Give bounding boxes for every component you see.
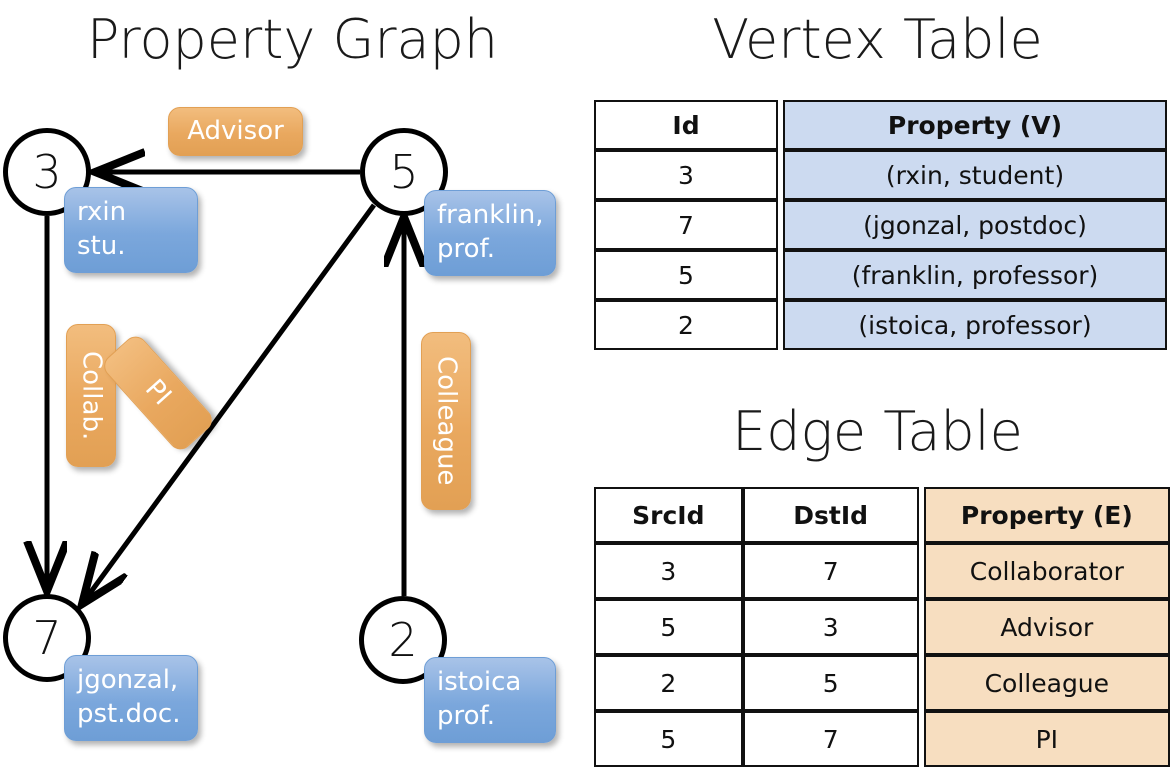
vertex-row-1-property: (jgonzal, postdoc) <box>783 200 1167 250</box>
graph-node-2[interactable] <box>359 596 447 684</box>
edge-5-to-7 <box>85 203 377 600</box>
vertex-property-box-3: rxin stu. <box>64 187 198 273</box>
vertex-row-3-id: 2 <box>594 300 778 350</box>
edge-row-3-dst: 7 <box>742 711 919 767</box>
vertex-property-7-line1: jgonzal, <box>77 665 179 696</box>
vertex-row-3-property: (istoica, professor) <box>783 300 1167 350</box>
vertex-property-2-line2: prof. <box>437 701 496 731</box>
vertex-property-3-line2: stu. <box>77 231 126 261</box>
edge-label-pi-text: PI <box>139 374 178 412</box>
edge-row-0-src: 3 <box>594 543 743 599</box>
edge-row-2-src: 2 <box>594 655 743 711</box>
table-row: 5 3 Advisor <box>594 599 1170 655</box>
vertex-property-5-line2: prof. <box>437 234 496 264</box>
page-title-vertex-table: Vertex Table <box>712 8 1043 71</box>
edge-table-header-dstid: DstId <box>742 487 919 543</box>
vertex-property-box-2: istoica prof. <box>424 657 556 743</box>
graph-node-2-label: 2 <box>388 613 418 667</box>
table-header-row: SrcId DstId Property (E) <box>594 487 1170 543</box>
edge-label-advisor-text: Advisor <box>187 116 284 147</box>
vertex-property-2-line1: istoica <box>437 667 522 698</box>
edge-row-3-src: 5 <box>594 711 743 767</box>
edge-label-colleague: Colleague <box>421 332 471 510</box>
table-row: 7 (jgonzal, postdoc) <box>594 200 1167 250</box>
edge-row-1-dst: 3 <box>742 599 919 655</box>
vertex-property-5-line1: franklin, <box>437 200 544 231</box>
property-graph-diagram: 3 rxin stu. 5 franklin, prof. 7 jgonzal,… <box>0 0 585 760</box>
graph-node-5-label: 5 <box>389 145 419 199</box>
vertex-property-box-5: franklin, prof. <box>424 190 556 276</box>
edge-label-advisor: Advisor <box>168 107 303 156</box>
graph-node-7-label: 7 <box>32 611 62 665</box>
vertex-table: Id Property (V) 3 (rxin, student) 7 (jgo… <box>594 100 1167 350</box>
edge-row-2-dst: 5 <box>742 655 919 711</box>
edge-row-0-property: Collaborator <box>923 543 1170 599</box>
table-row: 5 7 PI <box>594 711 1170 767</box>
vertex-property-7-line2: pst.doc. <box>77 699 181 729</box>
edge-row-1-src: 5 <box>594 599 743 655</box>
page-title-property-graph: Property Graph <box>86 8 499 71</box>
edge-label-collab-text: Collab. <box>76 350 107 441</box>
vertex-row-0-property: (rxin, student) <box>783 150 1167 200</box>
edge-row-3-property: PI <box>923 711 1170 767</box>
edge-row-0-dst: 7 <box>742 543 919 599</box>
edge-table-header-property: Property (E) <box>923 487 1170 543</box>
vertex-row-2-property: (franklin, professor) <box>783 250 1167 300</box>
graph-edges-svg <box>0 0 585 760</box>
table-row: 2 (istoica, professor) <box>594 300 1167 350</box>
vertex-table-header-id: Id <box>594 100 778 150</box>
vertex-table-header-property: Property (V) <box>783 100 1167 150</box>
table-row: 2 5 Colleague <box>594 655 1170 711</box>
vertex-row-1-id: 7 <box>594 200 778 250</box>
table-row: 5 (franklin, professor) <box>594 250 1167 300</box>
edge-label-colleague-text: Colleague <box>431 356 462 486</box>
graph-node-3-label: 3 <box>32 145 62 199</box>
vertex-row-2-id: 5 <box>594 250 778 300</box>
vertex-property-3-line1: rxin <box>77 197 127 228</box>
table-row: 3 7 Collaborator <box>594 543 1170 599</box>
edge-label-collab: Collab. <box>66 324 116 467</box>
graph-node-5[interactable] <box>360 128 448 216</box>
edge-table-header-srcid: SrcId <box>594 487 743 543</box>
edge-row-2-property: Colleague <box>923 655 1170 711</box>
edge-table: SrcId DstId Property (E) 3 7 Collaborato… <box>594 487 1170 767</box>
vertex-property-box-7: jgonzal, pst.doc. <box>64 655 198 741</box>
table-row: 3 (rxin, student) <box>594 150 1167 200</box>
edge-row-1-property: Advisor <box>923 599 1170 655</box>
vertex-row-0-id: 3 <box>594 150 778 200</box>
page-title-edge-table: Edge Table <box>732 400 1023 463</box>
table-header-row: Id Property (V) <box>594 100 1167 150</box>
